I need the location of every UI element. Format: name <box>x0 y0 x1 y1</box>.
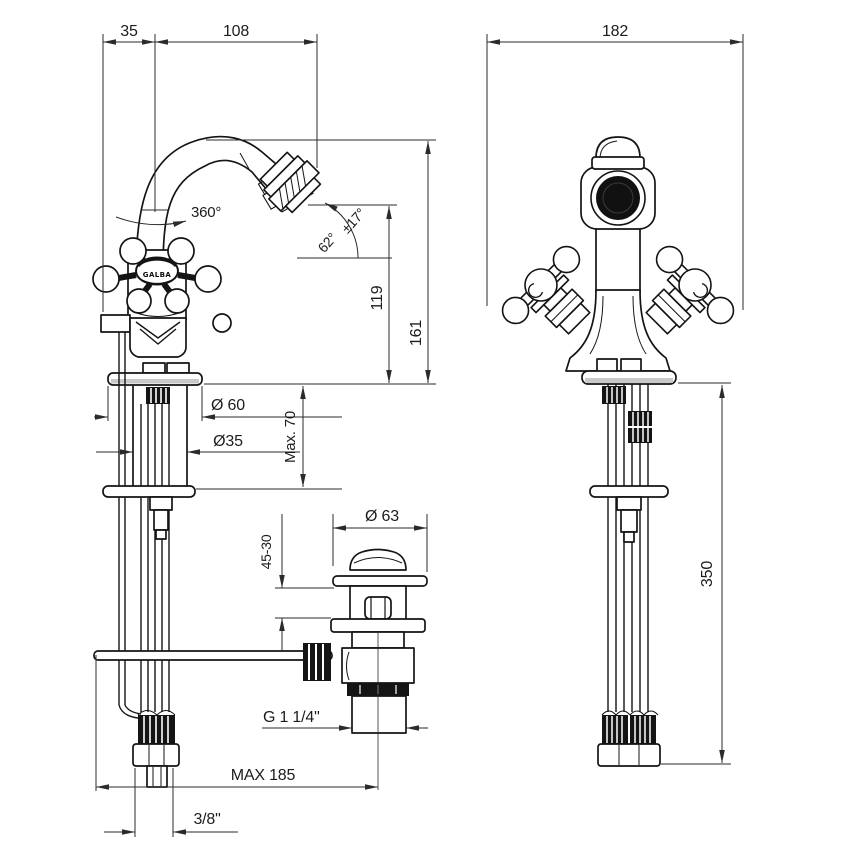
waste-clamp-range-label: 45-30 <box>258 534 274 569</box>
mounting-bracket-left <box>102 485 196 540</box>
front-aerator <box>580 156 656 230</box>
front-left-handle <box>501 245 591 335</box>
shank-knurl <box>146 387 170 404</box>
popup-rod <box>93 650 333 661</box>
hose-end-left <box>132 710 180 788</box>
front-right-handle <box>645 245 735 335</box>
front-view <box>501 136 735 767</box>
base-plate <box>107 372 203 386</box>
hose-thread-label: 3/8" <box>193 811 220 828</box>
base-diameter-label: Ø 60 <box>211 397 245 414</box>
waste-assembly <box>330 548 428 790</box>
max-rod-reach-label: MAX 185 <box>231 767 296 784</box>
front-hose-knurls <box>602 386 652 443</box>
body-bell <box>129 311 190 374</box>
cross-handles: GALBA <box>92 237 222 314</box>
dim-spout-offset: 35 <box>120 23 138 40</box>
side-knob <box>212 313 232 333</box>
brand-label: GALBA <box>143 271 172 279</box>
waste-cap-diameter-label: Ø 63 <box>365 508 399 525</box>
swivel-angle-label: 360° <box>191 204 221 221</box>
front-base <box>581 358 677 385</box>
dimension-layer: 35 108 182 161 119 360° 62° ±17° Ø 60 Ø3… <box>94 23 744 837</box>
max-deck-thickness-label: Max. 70 <box>282 411 299 463</box>
under-deck-left <box>118 332 188 719</box>
dim-spout-height: 161 <box>408 320 425 346</box>
aerator-assembly <box>259 151 322 214</box>
dim-outlet-height: 119 <box>369 285 386 310</box>
outlet-angle-label: 62° <box>314 230 340 256</box>
side-view: GALBA <box>92 135 428 790</box>
hose-length-label: 350 <box>699 561 716 587</box>
front-hose-ends <box>597 710 661 767</box>
waste-thread-label: G 1 1/4" <box>263 709 320 726</box>
outlet-angle-tolerance-label: ±17° <box>338 205 369 237</box>
popup-lever <box>100 314 131 333</box>
dim-overall-width: 182 <box>602 23 628 40</box>
handle-medallion <box>135 256 179 286</box>
popup-rod-knob <box>303 643 331 681</box>
dim-spout-reach: 108 <box>223 23 249 40</box>
shank-diameter-label: Ø35 <box>213 433 243 450</box>
mounting-bracket-front <box>589 485 669 543</box>
